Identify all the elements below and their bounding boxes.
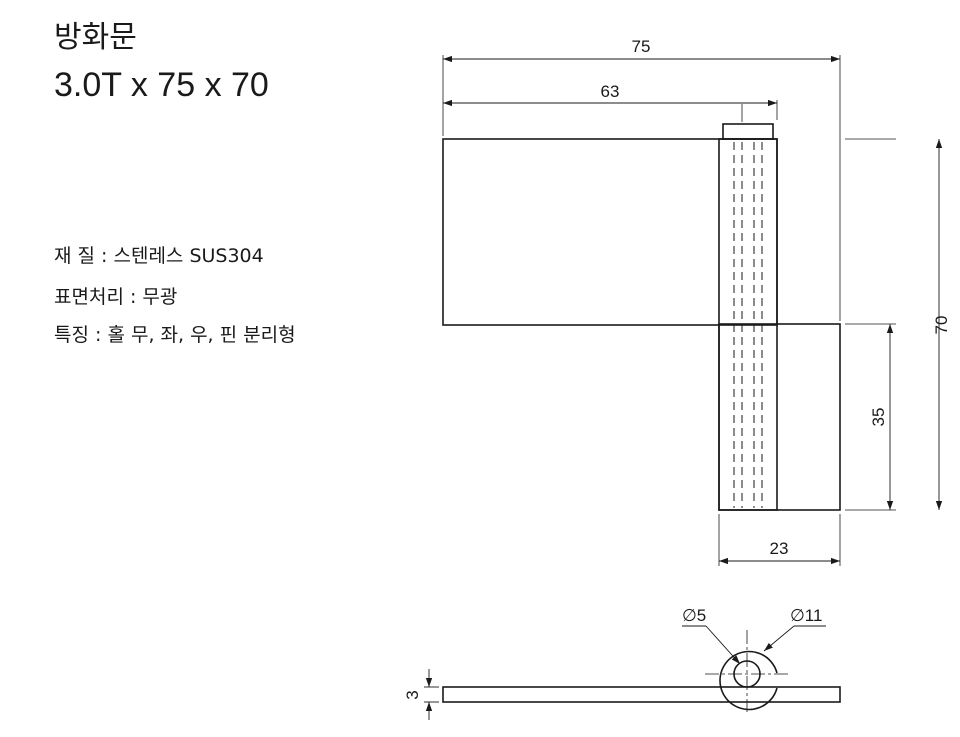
- spec-features: 특징 : 홀 무, 좌, 우, 핀 분리형: [54, 324, 296, 346]
- dim-lower-leaf-height: 35: [869, 408, 888, 427]
- extension-lines: [442, 55, 896, 566]
- spec-finish: 표면처리 : 무광: [54, 286, 178, 308]
- dim-height: 70: [932, 316, 951, 335]
- leader-pin: [705, 625, 741, 665]
- upper-leaf: [442, 138, 778, 326]
- spec-material: 재 질 : 스텐레스 SUS304: [54, 245, 264, 267]
- pin-head: [722, 123, 774, 140]
- dim-thickness: 3: [403, 690, 422, 699]
- hinge-top-view: [442, 650, 841, 711]
- hinge-front-view: [442, 123, 841, 511]
- knuckle-profile: [719, 650, 778, 711]
- dim-pin-diameter: ∅5: [682, 606, 706, 625]
- dim-knuckle-diameter: ∅11: [790, 606, 822, 625]
- lower-leaf: [718, 323, 841, 511]
- dim-overall-width: 75: [632, 37, 651, 56]
- top-view-dimensions: ∅5 ∅11 3: [403, 606, 826, 720]
- product-name: 방화문: [54, 20, 137, 55]
- leaf-profile: [442, 686, 841, 703]
- centerlines: [705, 630, 789, 712]
- dim-lower-leaf-width: 23: [770, 539, 789, 558]
- dim-leaf-width: 63: [601, 82, 620, 101]
- leader-knuckle: [763, 625, 795, 652]
- pin-hidden-lines: [733, 142, 763, 508]
- product-spec: 3.0T x 75 x 70: [54, 66, 269, 104]
- dimensions: 75 63 70 35 23: [443, 37, 951, 565]
